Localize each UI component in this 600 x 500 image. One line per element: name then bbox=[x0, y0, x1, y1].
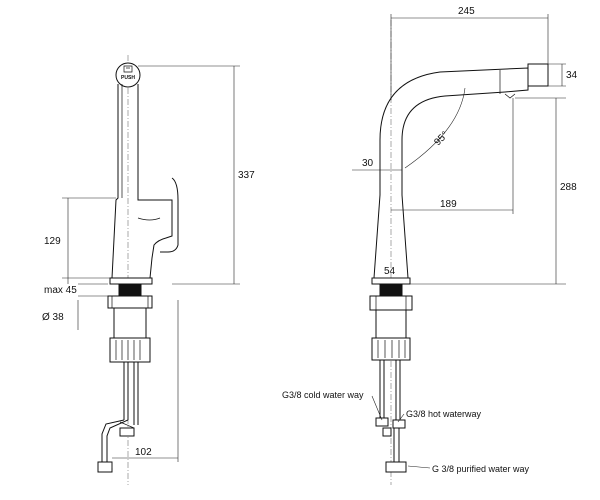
spout-head bbox=[527, 63, 549, 87]
dim-189: 189 bbox=[440, 199, 457, 210]
label-purified-water: G 3/8 purified water way bbox=[432, 464, 530, 474]
lever-handle bbox=[160, 177, 179, 253]
dim-30: 30 bbox=[362, 158, 374, 169]
right-front-view: 245 34 95° 30 288 189 54 G3/8 cold water… bbox=[282, 6, 578, 485]
dim-54: 54 bbox=[384, 266, 396, 277]
label-cold-water: G3/8 cold water way bbox=[282, 390, 364, 400]
label-hot-water: G3/8 hot waterway bbox=[406, 409, 482, 419]
dim-angle-95: 95° bbox=[432, 130, 450, 148]
push-button: PUSH bbox=[115, 62, 141, 88]
push-label: PUSH bbox=[121, 75, 135, 81]
left-side-view: PUSH bbox=[42, 55, 255, 485]
right-mount-nut bbox=[379, 283, 403, 297]
spout bbox=[379, 67, 529, 195]
dim-129: 129 bbox=[44, 236, 61, 247]
dim-288: 288 bbox=[560, 182, 577, 193]
angle-arc bbox=[404, 87, 466, 169]
dim-337: 337 bbox=[238, 170, 255, 181]
dim-245: 245 bbox=[458, 6, 475, 17]
dim-diameter-38: Ø 38 bbox=[42, 312, 64, 323]
mount-nut bbox=[118, 283, 142, 297]
right-base-disc bbox=[371, 277, 411, 285]
right-water-hoses bbox=[375, 360, 407, 473]
water-hoses bbox=[97, 362, 139, 473]
right-mounting-fixture bbox=[369, 295, 413, 361]
dim-34: 34 bbox=[566, 70, 578, 81]
faucet-body bbox=[111, 84, 173, 279]
dim-102: 102 bbox=[135, 447, 152, 458]
mounting-fixture bbox=[107, 295, 153, 363]
dim-max-45: max 45 bbox=[44, 285, 77, 296]
base-disc bbox=[109, 277, 153, 285]
